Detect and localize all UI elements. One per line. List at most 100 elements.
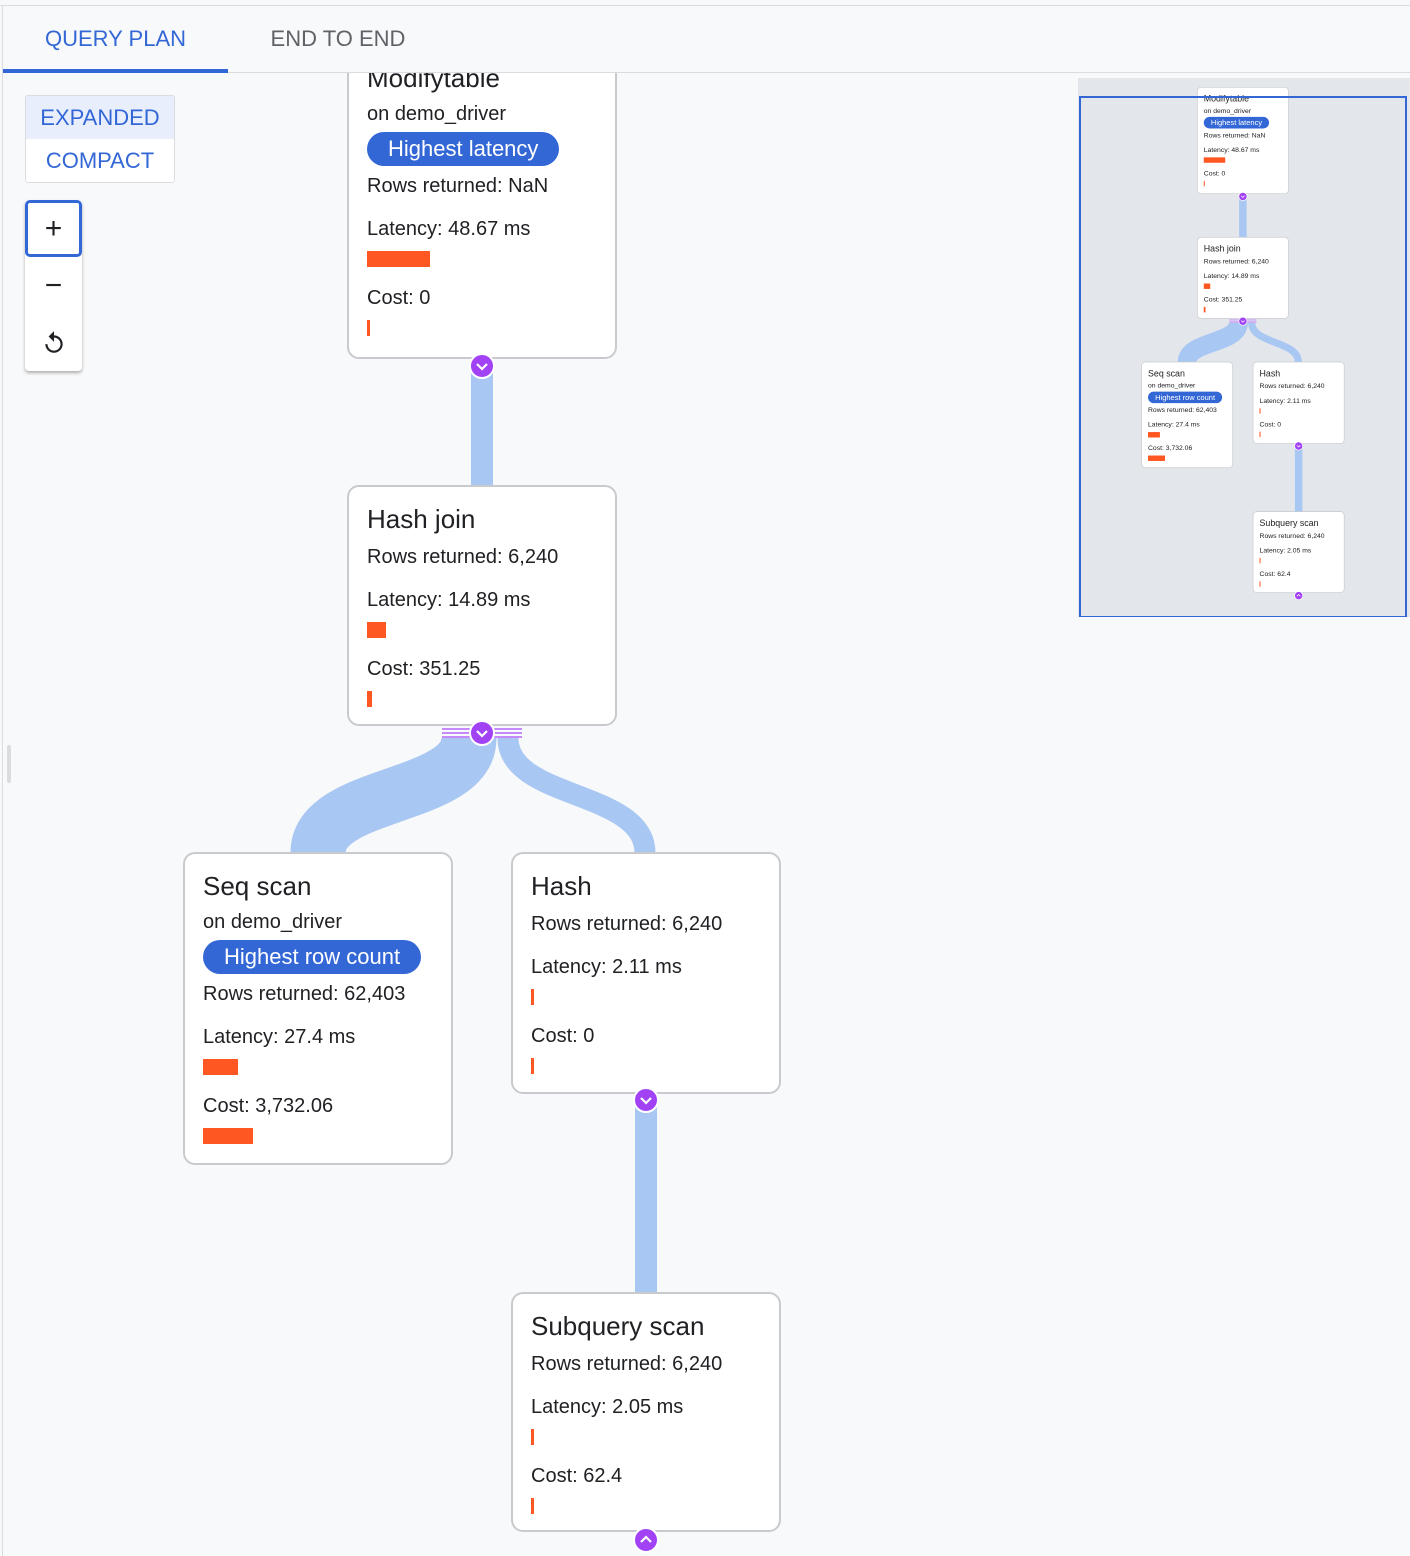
rows-returned: Rows returned: 62,403 — [1148, 406, 1217, 414]
rows-returned: Rows returned: NaN — [367, 175, 549, 197]
rows-returned: Rows returned: 6,240 — [1259, 382, 1325, 390]
latency: Latency: 2.11 ms — [1259, 397, 1311, 405]
expand-toggle[interactable] — [469, 720, 495, 746]
node-title: Hash join — [367, 504, 476, 534]
cost-bar — [203, 1128, 253, 1144]
on-label: on — [1203, 107, 1214, 115]
rows-returned: Rows returned: NaN — [1203, 131, 1266, 139]
chevron-up-icon — [1296, 594, 1301, 597]
cost: Cost: 62.4 — [1259, 570, 1291, 578]
tab-query-plan[interactable]: QUERY PLAN — [3, 6, 228, 73]
node-title: Hash — [1259, 368, 1281, 379]
expand-toggle[interactable] — [633, 1527, 659, 1553]
expand-toggle[interactable] — [1238, 316, 1248, 326]
cost-bar — [531, 1058, 534, 1074]
latency: Latency: 2.05 ms — [531, 1396, 684, 1418]
reset-zoom-button[interactable] — [25, 314, 82, 371]
on-label: on — [367, 103, 395, 125]
badge-wrap: Highest row count — [203, 934, 433, 974]
node-title: Seq scan — [1148, 368, 1185, 379]
chevron-down-icon — [476, 730, 488, 738]
expand-toggle[interactable] — [1238, 192, 1248, 201]
cost-bar — [1259, 581, 1261, 587]
view-mode-toggle: EXPANDED COMPACT — [25, 95, 175, 183]
node-table-line: on demo_driver — [367, 102, 597, 126]
latency: Latency: 14.89 ms — [1203, 272, 1260, 280]
node-table-line: on demo_driver — [1148, 381, 1226, 389]
chevron-down-icon — [1296, 445, 1301, 448]
highlight-badge: Highest latency — [367, 132, 560, 166]
edge-hashjoin-seqscan — [1177, 320, 1248, 365]
cost: Cost: 3,732.06 — [203, 1095, 334, 1117]
cost-bar — [1148, 455, 1166, 461]
chevron-down-icon — [1240, 195, 1245, 198]
expand-toggle[interactable] — [469, 353, 495, 379]
node-table-line: on demo_driver — [203, 910, 433, 934]
edge-hashjoin-hash — [497, 736, 656, 855]
cost: Cost: 351.25 — [1203, 295, 1243, 304]
rows-returned: Rows returned: 6,240 — [1259, 532, 1325, 540]
rows-returned: Rows returned: 6,240 — [531, 1353, 723, 1375]
node-title: Hash join — [1203, 243, 1241, 254]
left-border — [2, 5, 3, 1556]
table-name: demo_driver — [1213, 107, 1252, 115]
graph-edges — [290, 370, 657, 1293]
zoom-controls: + − — [25, 200, 82, 371]
latency-bar — [1203, 283, 1211, 289]
badge-wrap: Highest latency — [367, 126, 597, 166]
resize-handle[interactable] — [7, 745, 11, 783]
expand-toggle[interactable] — [1294, 591, 1304, 601]
zoom-out-button[interactable]: − — [25, 257, 82, 314]
expand-toggle[interactable] — [633, 1087, 659, 1113]
minimap-viewport[interactable] — [1079, 96, 1407, 617]
reset-icon — [44, 330, 63, 353]
latency: Latency: 48.67 ms — [367, 218, 531, 240]
expand-toggle[interactable] — [1294, 441, 1304, 451]
highlight-badge: Highest latency — [1203, 116, 1270, 129]
cost: Cost: 0 — [531, 1025, 595, 1047]
cost: Cost: 62.4 — [531, 1465, 623, 1487]
compact-button[interactable]: COMPACT — [45, 148, 155, 173]
chevron-down-icon — [640, 1097, 652, 1105]
latency-bar — [367, 622, 387, 638]
top-border — [0, 5, 1410, 6]
latency-bar — [531, 989, 534, 1005]
plus-icon: + — [44, 211, 63, 245]
latency-bar — [1148, 432, 1161, 438]
latency: Latency: 2.11 ms — [531, 956, 682, 978]
latency-bar — [203, 1059, 239, 1075]
latency-bar — [1259, 408, 1261, 414]
cost-bar — [1203, 306, 1206, 313]
cost: Cost: 351.25 — [367, 658, 481, 680]
tab-end-to-end[interactable]: END TO END — [270, 26, 406, 51]
expanded-button[interactable]: EXPANDED — [26, 96, 174, 139]
node-title: Seq scan — [203, 871, 312, 901]
minus-icon: − — [44, 268, 63, 302]
node-title: Modifytable — [367, 73, 500, 93]
zoom-in-button[interactable]: + — [25, 200, 82, 257]
latency-bar — [367, 251, 430, 267]
node-title: Subquery scan — [531, 1311, 705, 1341]
latency-bar — [1203, 157, 1226, 163]
cost-bar — [367, 691, 372, 707]
badge-wrap: Highest latency — [1203, 115, 1282, 129]
table-name: demo_driver — [394, 103, 506, 125]
latency-bar — [1259, 557, 1261, 564]
table-name: demo_driver — [1157, 381, 1196, 390]
highlight-badge: Highest row count — [1148, 391, 1223, 404]
rows-returned: Rows returned: 62,403 — [203, 983, 406, 1005]
